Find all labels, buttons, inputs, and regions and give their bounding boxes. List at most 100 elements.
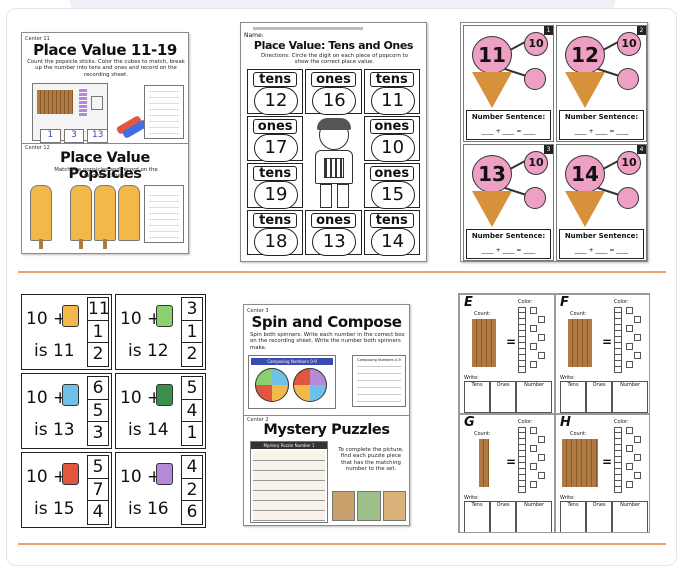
digit-cell: 5 bbox=[88, 400, 108, 423]
column-header: Number bbox=[620, 502, 641, 508]
number-sentence-blank: ____ + ____ = ____ bbox=[574, 128, 629, 135]
name-label: Name: bbox=[244, 32, 264, 39]
ten-plus-label: 10 + bbox=[120, 467, 162, 487]
popcorn-number: 11 bbox=[370, 87, 415, 115]
color-label: Color: bbox=[518, 419, 533, 425]
loose-cubes bbox=[626, 307, 642, 373]
number-sentence-box: Number Sentence:____ + ____ = ____ bbox=[466, 110, 551, 140]
is-number-label: is 13 bbox=[34, 420, 75, 440]
mystery-puzzle-thumbnail: Mystery Puzzle Number 1 bbox=[250, 441, 328, 523]
number-sentence-label: Number Sentence: bbox=[471, 232, 546, 240]
center3-title: Spin and Compose bbox=[251, 313, 402, 331]
cone-icon bbox=[472, 72, 512, 108]
card-number-badge: 4 bbox=[637, 145, 646, 154]
equals-icon: = bbox=[602, 335, 613, 349]
place-word: tens bbox=[253, 213, 298, 228]
child-icon bbox=[62, 463, 79, 485]
popcorn-number: 13 bbox=[312, 228, 357, 256]
child-icon bbox=[156, 384, 173, 406]
card-number-badge: 2 bbox=[637, 26, 646, 35]
digit-cell: 5 bbox=[88, 456, 108, 479]
puzzle-pieces bbox=[332, 491, 406, 521]
write-column: Tens bbox=[464, 501, 491, 532]
write-table: Tens Ones Number bbox=[560, 501, 649, 532]
write-label: Write: bbox=[464, 375, 479, 381]
spin-recording-sheet: Composing Numbers 0-9 bbox=[352, 355, 406, 407]
equals-icon: = bbox=[602, 455, 613, 469]
popsicle-sticks bbox=[568, 319, 592, 367]
is-number-label: is 11 bbox=[34, 341, 75, 361]
big-number-scoop: 14 bbox=[565, 155, 605, 193]
loose-cubes bbox=[530, 307, 546, 373]
center-cards-3-2[interactable]: Center 3 Spin and Compose Spin both spin… bbox=[243, 304, 410, 526]
ten-scoop: 10 bbox=[524, 32, 548, 56]
digit-cell: 6 bbox=[88, 377, 108, 400]
center-cards-11-12[interactable]: Center 11 Place Value 11-19 Count the po… bbox=[21, 32, 189, 254]
is-number-label: is 14 bbox=[128, 420, 169, 440]
column-header: Ones bbox=[496, 382, 510, 388]
card-letter: E bbox=[464, 295, 473, 310]
divider-top bbox=[18, 271, 666, 273]
center12-title: Place Value Popsicles bbox=[60, 150, 150, 182]
color-label: Color: bbox=[614, 299, 629, 305]
cone-icon bbox=[565, 72, 605, 108]
popcorn-number: 17 bbox=[254, 134, 298, 162]
child-icon bbox=[156, 305, 173, 327]
center12-desc: Match the popsicles and record on the re… bbox=[54, 167, 158, 180]
is-number-label: is 12 bbox=[128, 341, 169, 361]
write-column: Number bbox=[516, 381, 553, 413]
child-icon bbox=[156, 463, 173, 485]
digit-cell: 2 bbox=[92, 344, 104, 365]
popsicle-cards bbox=[30, 183, 140, 249]
color-label: Color: bbox=[518, 299, 533, 305]
column-header: Ones bbox=[592, 502, 606, 508]
center11-label: Center 11 bbox=[25, 36, 50, 42]
digit-cell: 1 bbox=[186, 423, 198, 444]
big-number-scoop: 13 bbox=[472, 155, 512, 193]
write-column: Tens bbox=[560, 501, 587, 532]
digit-cell: 7 bbox=[88, 479, 108, 502]
center3-label: Center 3 bbox=[247, 308, 269, 314]
ten-plus-label: 10 + bbox=[26, 467, 68, 487]
write-label: Write: bbox=[560, 375, 575, 381]
number-sentence-blank: ____ + ____ = ____ bbox=[481, 247, 536, 254]
cube-column bbox=[614, 427, 622, 493]
cube-column bbox=[614, 307, 622, 373]
center12-recording-sheet bbox=[144, 185, 184, 243]
popsicle-sticks bbox=[472, 319, 496, 367]
popcorn-number: 15 bbox=[370, 181, 415, 209]
column-header: Ones bbox=[496, 502, 510, 508]
cube-column bbox=[518, 427, 526, 493]
ten-scoop: 10 bbox=[617, 32, 641, 56]
tens-ones-worksheet[interactable]: Name: Place Value: Tens and Ones Directi… bbox=[240, 22, 427, 262]
write-label: Write: bbox=[464, 495, 479, 501]
popcorn-number: 19 bbox=[254, 181, 298, 209]
number-sentence-label: Number Sentence: bbox=[564, 113, 639, 121]
ten-plus-label: 10 + bbox=[26, 309, 68, 329]
place-word: ones bbox=[369, 166, 414, 181]
